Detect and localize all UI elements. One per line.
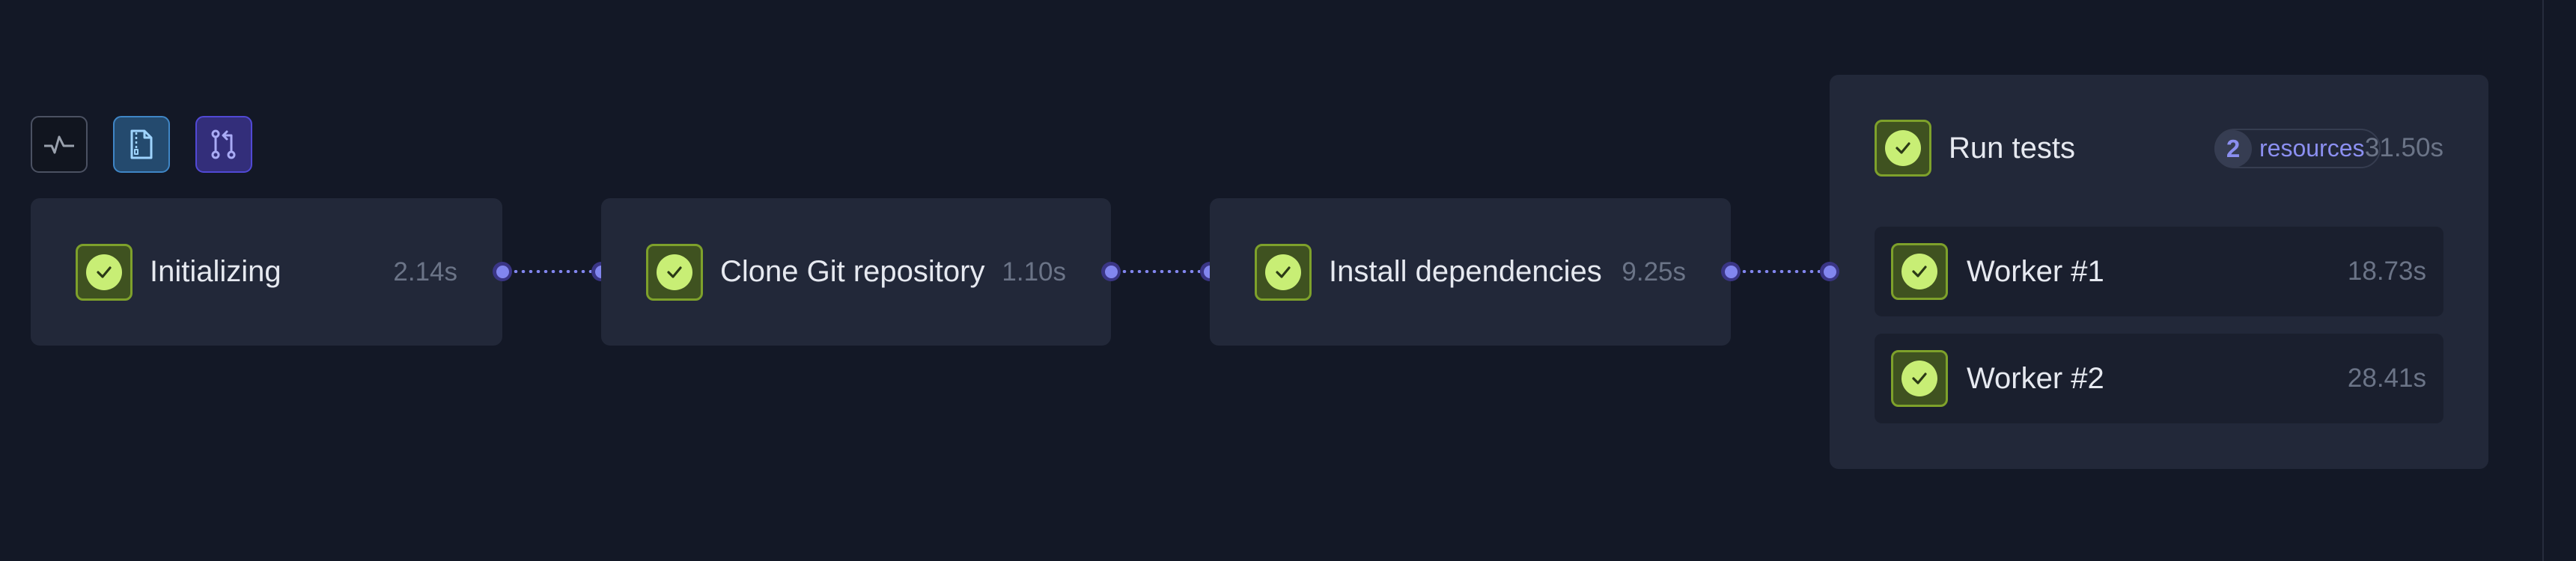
check-icon (667, 266, 682, 278)
step-label: Initializing (150, 255, 281, 288)
activity-icon (44, 135, 74, 154)
git-pull-request-icon (211, 129, 236, 159)
worker-item[interactable]: Worker #1 18.73s (1875, 227, 2443, 316)
pipeline-edge (1121, 270, 1200, 273)
resources-count: 2 (2214, 129, 2252, 168)
resources-badge[interactable]: 2 resources (2214, 129, 2381, 168)
activity-button[interactable] (31, 116, 88, 173)
pipeline-edge (512, 270, 591, 273)
step-label: Clone Git repository (720, 255, 985, 288)
output-handle[interactable] (1101, 262, 1121, 281)
resources-label: resources (2259, 135, 2365, 162)
pipeline-step-initializing[interactable]: Initializing 2.14s (31, 198, 502, 346)
group-duration: 31.50s (2364, 133, 2443, 162)
pipeline-group-run-tests[interactable]: Run tests 2 resources 31.50s Worker #1 1… (1830, 75, 2488, 469)
worker-item[interactable]: Worker #2 28.41s (1875, 334, 2443, 423)
step-duration: 9.25s (1622, 257, 1686, 286)
pipeline-edge (1741, 270, 1820, 273)
status-success-badge (1875, 120, 1931, 177)
worker-duration: 18.73s (2347, 257, 2426, 286)
pipeline-step-clone-git-repository[interactable]: Clone Git repository 1.10s (601, 198, 1111, 346)
step-duration: 1.10s (1002, 257, 1066, 286)
panel-divider[interactable] (2542, 0, 2544, 561)
output-handle[interactable] (493, 262, 512, 281)
check-icon (1896, 142, 1910, 154)
status-success-badge (1891, 243, 1948, 300)
check-icon (1912, 266, 1927, 278)
check-icon (1912, 373, 1927, 384)
check-icon (97, 266, 112, 278)
input-handle[interactable] (1820, 262, 1839, 281)
artifacts-button[interactable] (113, 116, 170, 173)
pull-request-button[interactable] (195, 116, 252, 173)
output-handle[interactable] (1721, 262, 1741, 281)
group-header: Run tests 2 resources 31.50s (1875, 120, 2443, 177)
worker-label: Worker #1 (1967, 254, 2104, 288)
group-label: Run tests (1949, 131, 2075, 165)
status-success-badge (1255, 243, 1312, 301)
step-duration: 2.14s (393, 257, 457, 286)
file-archive-icon (130, 129, 153, 159)
worker-label: Worker #2 (1967, 361, 2104, 395)
status-success-badge (646, 243, 703, 301)
check-icon (1276, 266, 1291, 278)
status-success-badge (1891, 350, 1948, 407)
worker-duration: 28.41s (2347, 364, 2426, 393)
step-label: Install dependencies (1329, 255, 1602, 288)
pipeline-step-install-dependencies[interactable]: Install dependencies 9.25s (1210, 198, 1731, 346)
status-success-badge (76, 243, 133, 301)
